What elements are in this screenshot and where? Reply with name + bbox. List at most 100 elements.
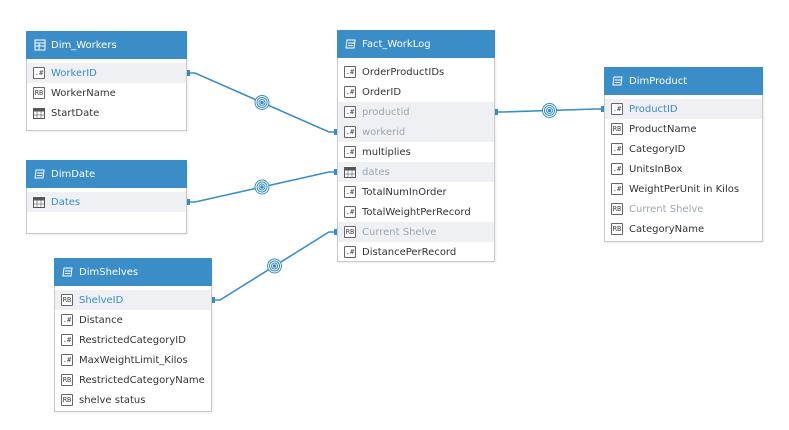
field-name: Distance — [79, 314, 123, 326]
field-name: OrderID — [362, 86, 402, 98]
relationship-link[interactable] — [184, 169, 340, 205]
calendar-field-icon — [33, 107, 45, 119]
field-name: Dates — [51, 196, 81, 208]
numeric-field-icon: .# — [344, 66, 356, 78]
relationship-line — [187, 72, 337, 133]
field-name: MaxWeightLimit_Kilos — [79, 354, 188, 366]
numeric-field-icon: .# — [344, 86, 356, 98]
field-name: ProductName — [629, 123, 697, 135]
table-title: DimDate — [51, 168, 96, 180]
field-row[interactable]: Dates — [27, 192, 186, 212]
numeric-field-icon: .# — [61, 314, 73, 326]
hierarchy-table-icon — [61, 265, 75, 279]
table-dim-date[interactable]: DimDate Dates — [26, 160, 187, 234]
cardinality-icon — [254, 95, 270, 110]
field-name: DistancePerRecord — [362, 246, 457, 258]
field-name: multiplies — [362, 146, 411, 158]
field-row[interactable]: .# Distance — [55, 310, 211, 330]
relationship-line — [495, 108, 604, 113]
relationship-link[interactable] — [184, 70, 340, 135]
field-row[interactable]: .#workerid — [338, 122, 494, 142]
table-header[interactable]: Fact_WorkLog — [337, 30, 495, 58]
field-name: RestrictedCategoryName — [79, 374, 205, 386]
field-row[interactable]: StartDate — [27, 103, 186, 123]
field-row[interactable]: .# CategoryID — [605, 139, 762, 159]
field-name: dates — [362, 166, 390, 178]
calendar-field-icon — [33, 196, 45, 208]
text-field-icon: RB — [611, 223, 623, 235]
field-row[interactable]: .#TotalWeightPerRecord — [338, 202, 494, 222]
field-row[interactable]: .#RestrictedCategoryID — [55, 330, 211, 350]
field-row[interactable]: .#OrderProductIDs — [338, 62, 494, 82]
field-row[interactable]: .# WorkerID — [27, 63, 186, 83]
relationship-line — [212, 231, 337, 301]
numeric-field-icon: .# — [344, 106, 356, 118]
field-name: WorkerName — [51, 87, 116, 99]
relationship-link[interactable] — [209, 229, 340, 303]
table-header[interactable]: Dim_Workers — [26, 31, 187, 59]
relationship-link[interactable] — [492, 103, 607, 118]
field-row[interactable]: .#productid — [338, 102, 494, 122]
field-row[interactable]: dates — [338, 162, 494, 182]
relationship-line — [187, 171, 337, 203]
field-name: UnitsInBox — [629, 163, 683, 175]
field-name: Current Shelve — [362, 226, 437, 238]
numeric-field-icon: .# — [611, 143, 623, 155]
field-name: CategoryName — [629, 223, 705, 235]
field-row[interactable]: RB Current Shelve — [605, 199, 762, 219]
numeric-field-icon: .# — [344, 206, 356, 218]
hierarchy-table-icon — [344, 37, 358, 51]
numeric-field-icon: .# — [33, 67, 45, 79]
text-field-icon: RB — [61, 394, 73, 406]
cardinality-icon — [267, 258, 282, 274]
field-row[interactable]: .# multiplies — [338, 142, 494, 162]
field-row[interactable]: .# ProductID — [605, 99, 762, 119]
numeric-field-icon: .# — [344, 126, 356, 138]
cardinality-icon — [254, 179, 270, 195]
field-row[interactable]: .# MaxWeightLimit_Kilos — [55, 350, 211, 370]
field-row[interactable]: .# OrderID — [338, 82, 494, 102]
field-name: ProductID — [629, 103, 678, 115]
field-row[interactable]: .# WeightPerUnit in Kilos — [605, 179, 762, 199]
table-header[interactable]: DimProduct — [604, 67, 763, 95]
field-name: Current Shelve — [629, 203, 704, 215]
numeric-field-icon: .# — [611, 103, 623, 115]
table-icon — [33, 38, 47, 52]
numeric-field-icon: .# — [61, 354, 73, 366]
field-name: WorkerID — [51, 67, 97, 79]
field-list: Dates — [27, 188, 186, 212]
field-row[interactable]: RB CategoryName — [605, 219, 762, 239]
field-name: StartDate — [51, 107, 100, 119]
numeric-field-icon: .# — [611, 183, 623, 195]
table-header[interactable]: DimDate — [26, 160, 187, 188]
cardinality-icon — [542, 103, 557, 118]
field-name: WeightPerUnit in Kilos — [629, 183, 740, 195]
table-title: DimProduct — [629, 75, 688, 87]
table-header[interactable]: DimShelves — [54, 258, 212, 286]
calendar-field-icon — [344, 166, 356, 178]
text-field-icon: RB — [611, 203, 623, 215]
numeric-field-icon: .# — [611, 163, 623, 175]
field-row[interactable]: .# UnitsInBox — [605, 159, 762, 179]
table-fact-worklog[interactable]: Fact_WorkLog .#OrderProductIDs.#OrderID.… — [337, 30, 495, 262]
field-name: CategoryID — [629, 143, 686, 155]
field-row[interactable]: .#DistancePerRecord — [338, 242, 494, 262]
field-row[interactable]: .# TotalNumInOrder — [338, 182, 494, 202]
numeric-field-icon: .# — [344, 146, 356, 158]
table-title: Dim_Workers — [51, 39, 117, 51]
numeric-field-icon: .# — [344, 186, 356, 198]
field-name: TotalNumInOrder — [362, 186, 447, 198]
